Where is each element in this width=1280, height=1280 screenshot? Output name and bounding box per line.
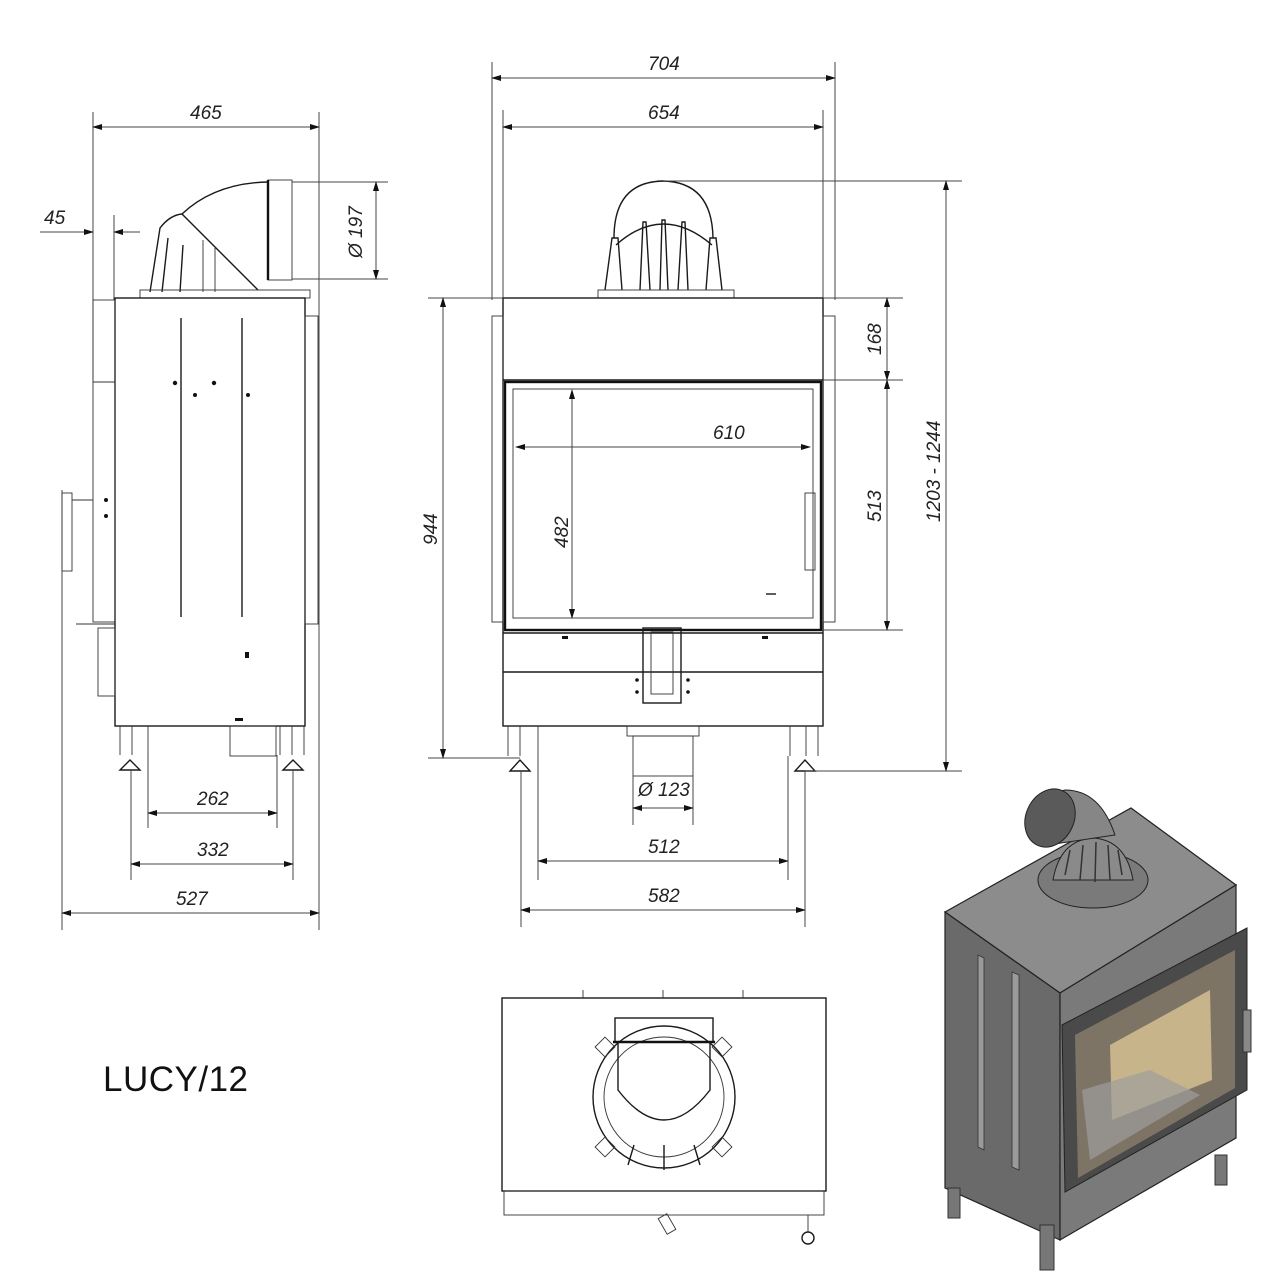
dim-side-depth-top: 465 xyxy=(190,103,222,124)
dim-top-section: 168 xyxy=(865,323,886,355)
dim-outer-width: 704 xyxy=(648,54,680,75)
dim-door-height: 513 xyxy=(865,490,886,522)
front-view: 704 654 610 xyxy=(421,54,962,927)
model-label: LUCY/12 xyxy=(103,1060,249,1099)
dim-glass-height: 482 xyxy=(552,516,573,548)
dim-side-offset: 45 xyxy=(44,208,66,229)
top-view xyxy=(501,990,827,1245)
dim-side-legs-outer: 332 xyxy=(197,840,229,861)
dim-glass-width: 610 xyxy=(713,423,745,444)
dim-body-height: 944 xyxy=(421,513,442,545)
dim-front-legs-outer: 582 xyxy=(648,886,680,907)
side-view: 465 45 Ø 197 xyxy=(40,103,388,930)
dim-air-inlet-diameter: Ø 123 xyxy=(637,780,690,801)
dim-side-legs-inner: 262 xyxy=(196,789,229,810)
dim-body-width: 654 xyxy=(648,103,680,124)
dim-flue-diameter: Ø 197 xyxy=(346,205,367,259)
iso-view xyxy=(943,788,1252,1271)
dim-front-legs-inner: 512 xyxy=(648,837,680,858)
dim-side-total-depth: 527 xyxy=(176,889,209,910)
dim-total-height: 1203 - 1244 xyxy=(924,421,945,522)
